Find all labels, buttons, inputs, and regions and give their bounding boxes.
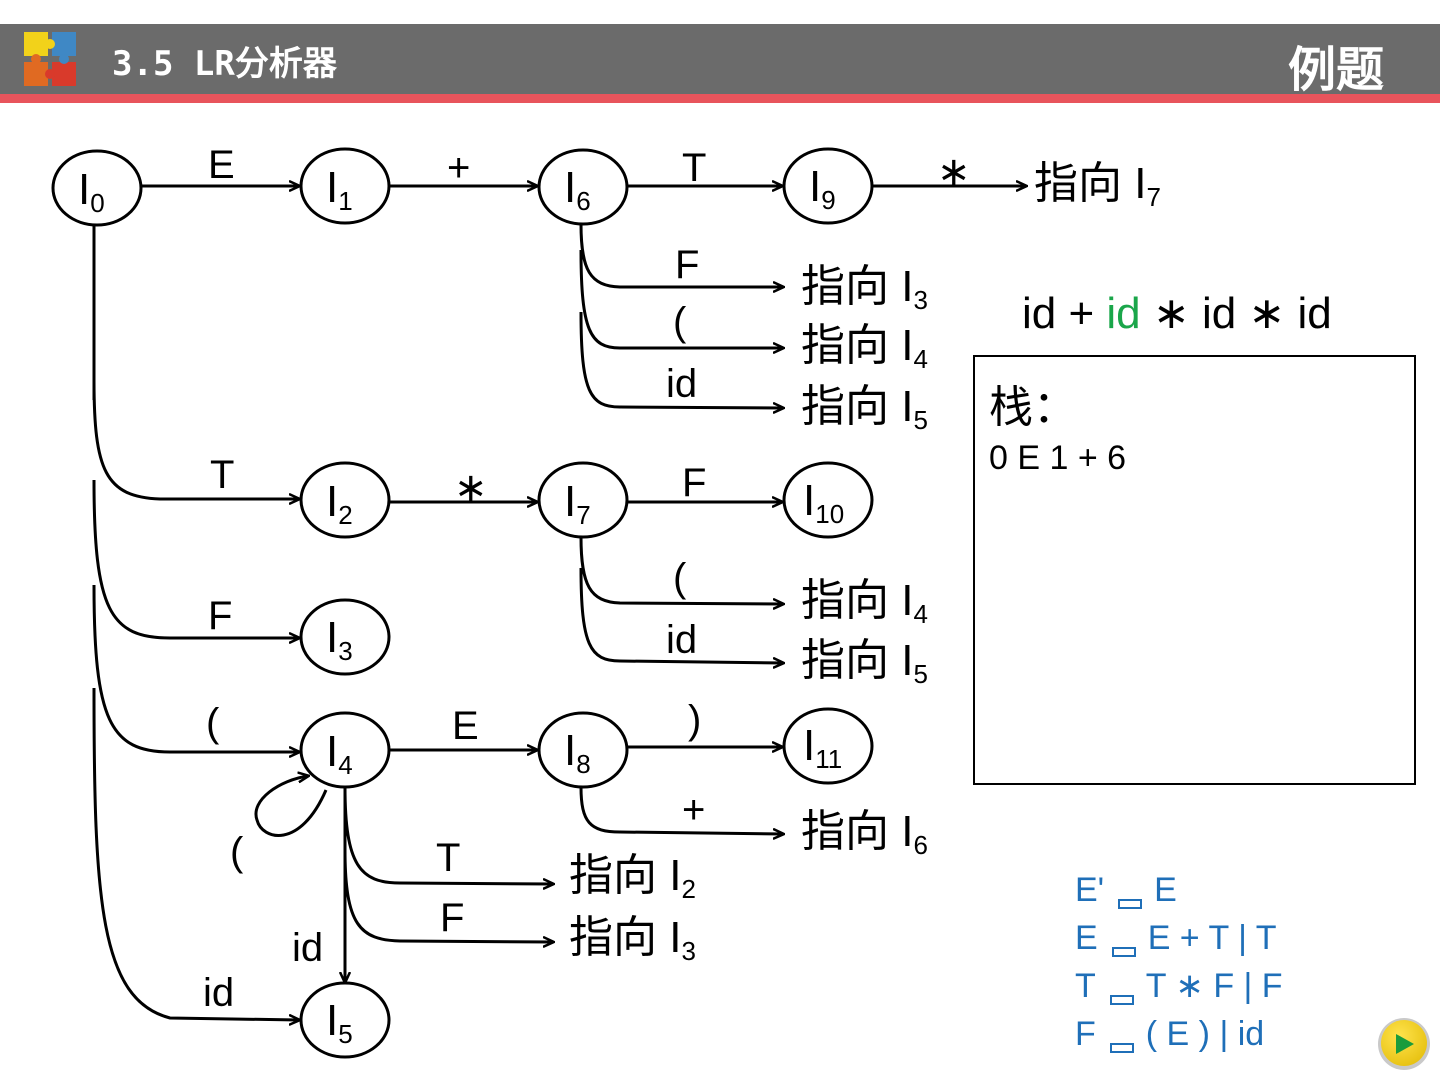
state-i10: I10 <box>803 476 845 529</box>
arrow-icon <box>1109 995 1134 1005</box>
state-i8: I8 <box>564 726 591 779</box>
goto-label: 指向 I3 <box>569 913 696 966</box>
edge-label: ) <box>688 698 702 742</box>
state-i1: I1 <box>326 163 353 216</box>
edge-label: ( <box>230 830 244 874</box>
edge-label: E <box>208 143 235 187</box>
edge-label: ( <box>673 556 687 600</box>
next-slide-button[interactable] <box>1378 1018 1430 1070</box>
state-circle <box>782 461 874 539</box>
edge-label: T <box>210 453 235 497</box>
edge-i6-lp <box>579 249 783 348</box>
grammar-rule: F( E ) | id <box>1075 1015 1265 1053</box>
grammar-rule: E'E <box>1075 871 1177 909</box>
state-circle <box>537 461 629 539</box>
edge-i0-t <box>92 379 299 499</box>
header-bar <box>0 24 1440 94</box>
state-i7: I7 <box>564 477 591 530</box>
goto-label: 指向 I6 <box>801 807 928 860</box>
state-circle <box>299 598 391 676</box>
goto-label: 指向 I3 <box>801 262 928 315</box>
current-symbol: id <box>1106 289 1141 338</box>
goto-label: 指向 I5 <box>801 382 928 435</box>
input-string: id + id ∗ id ∗ id <box>1022 289 1332 338</box>
state-i2: I2 <box>326 477 353 530</box>
stack-label: 栈： <box>989 382 1077 433</box>
puzzle-logo-icon <box>24 32 76 86</box>
goto-label: 指向 I5 <box>801 636 928 689</box>
goto-label: 指向 I2 <box>569 851 696 904</box>
stack-content: 0 E 1 + 6 <box>989 439 1127 477</box>
edge-i0-lp <box>92 584 299 752</box>
edge-label: F <box>440 896 465 940</box>
edge-label: F <box>675 243 700 287</box>
edge-label: F <box>208 594 233 638</box>
edge-i7-id <box>579 567 783 663</box>
edge-label: ∗ <box>937 150 971 194</box>
edge-label: T <box>436 836 461 880</box>
edge-i4-loop <box>254 776 328 837</box>
play-arrow-icon <box>1396 1034 1414 1054</box>
edge-label: T <box>682 146 707 190</box>
state-circle <box>537 711 629 789</box>
state-i11: I11 <box>803 721 843 774</box>
edge-label: ( <box>673 300 687 344</box>
edge-label: ∗ <box>454 466 488 510</box>
edge-i7-lp <box>579 536 783 604</box>
edge-label: id <box>203 971 235 1015</box>
state-i5: I5 <box>326 996 353 1049</box>
edge-label: + <box>682 788 706 832</box>
state-i3: I3 <box>326 613 353 666</box>
edge-label: + <box>447 146 471 190</box>
goto-label: 指向 I7 <box>1034 159 1161 212</box>
goto-label: 指向 I4 <box>801 321 928 374</box>
edge-i8-plus <box>579 786 783 834</box>
edge-i6-id <box>579 311 783 408</box>
goto-label: 指向 I4 <box>801 576 928 629</box>
edge-label: id <box>666 362 698 406</box>
edge-label: id <box>292 926 324 970</box>
header-stripe <box>0 94 1440 103</box>
state-i6: I6 <box>564 163 591 216</box>
edge-label: F <box>682 461 707 505</box>
page-title: 3.5 LR分析器 <box>112 44 337 84</box>
stack-panel: 栈： 0 E 1 + 6 <box>973 355 1416 785</box>
arrow-icon <box>1109 1043 1134 1053</box>
state-circle <box>299 461 391 539</box>
edge-i6-f <box>579 223 783 287</box>
edge-i0-f <box>92 479 299 638</box>
state-i4: I4 <box>326 727 353 780</box>
arrow-icon <box>1111 947 1136 957</box>
state-circle <box>51 149 143 227</box>
state-i9: I9 <box>809 162 836 215</box>
edge-label: id <box>666 618 698 662</box>
state-circle <box>782 707 874 785</box>
edge-i0-id <box>92 687 299 1020</box>
state-i0: I0 <box>78 165 105 218</box>
slide-section-label: 例题 <box>1287 42 1384 98</box>
edge-label: ( <box>206 701 220 745</box>
arrow-icon <box>1118 899 1143 909</box>
edge-label: E <box>452 704 479 748</box>
